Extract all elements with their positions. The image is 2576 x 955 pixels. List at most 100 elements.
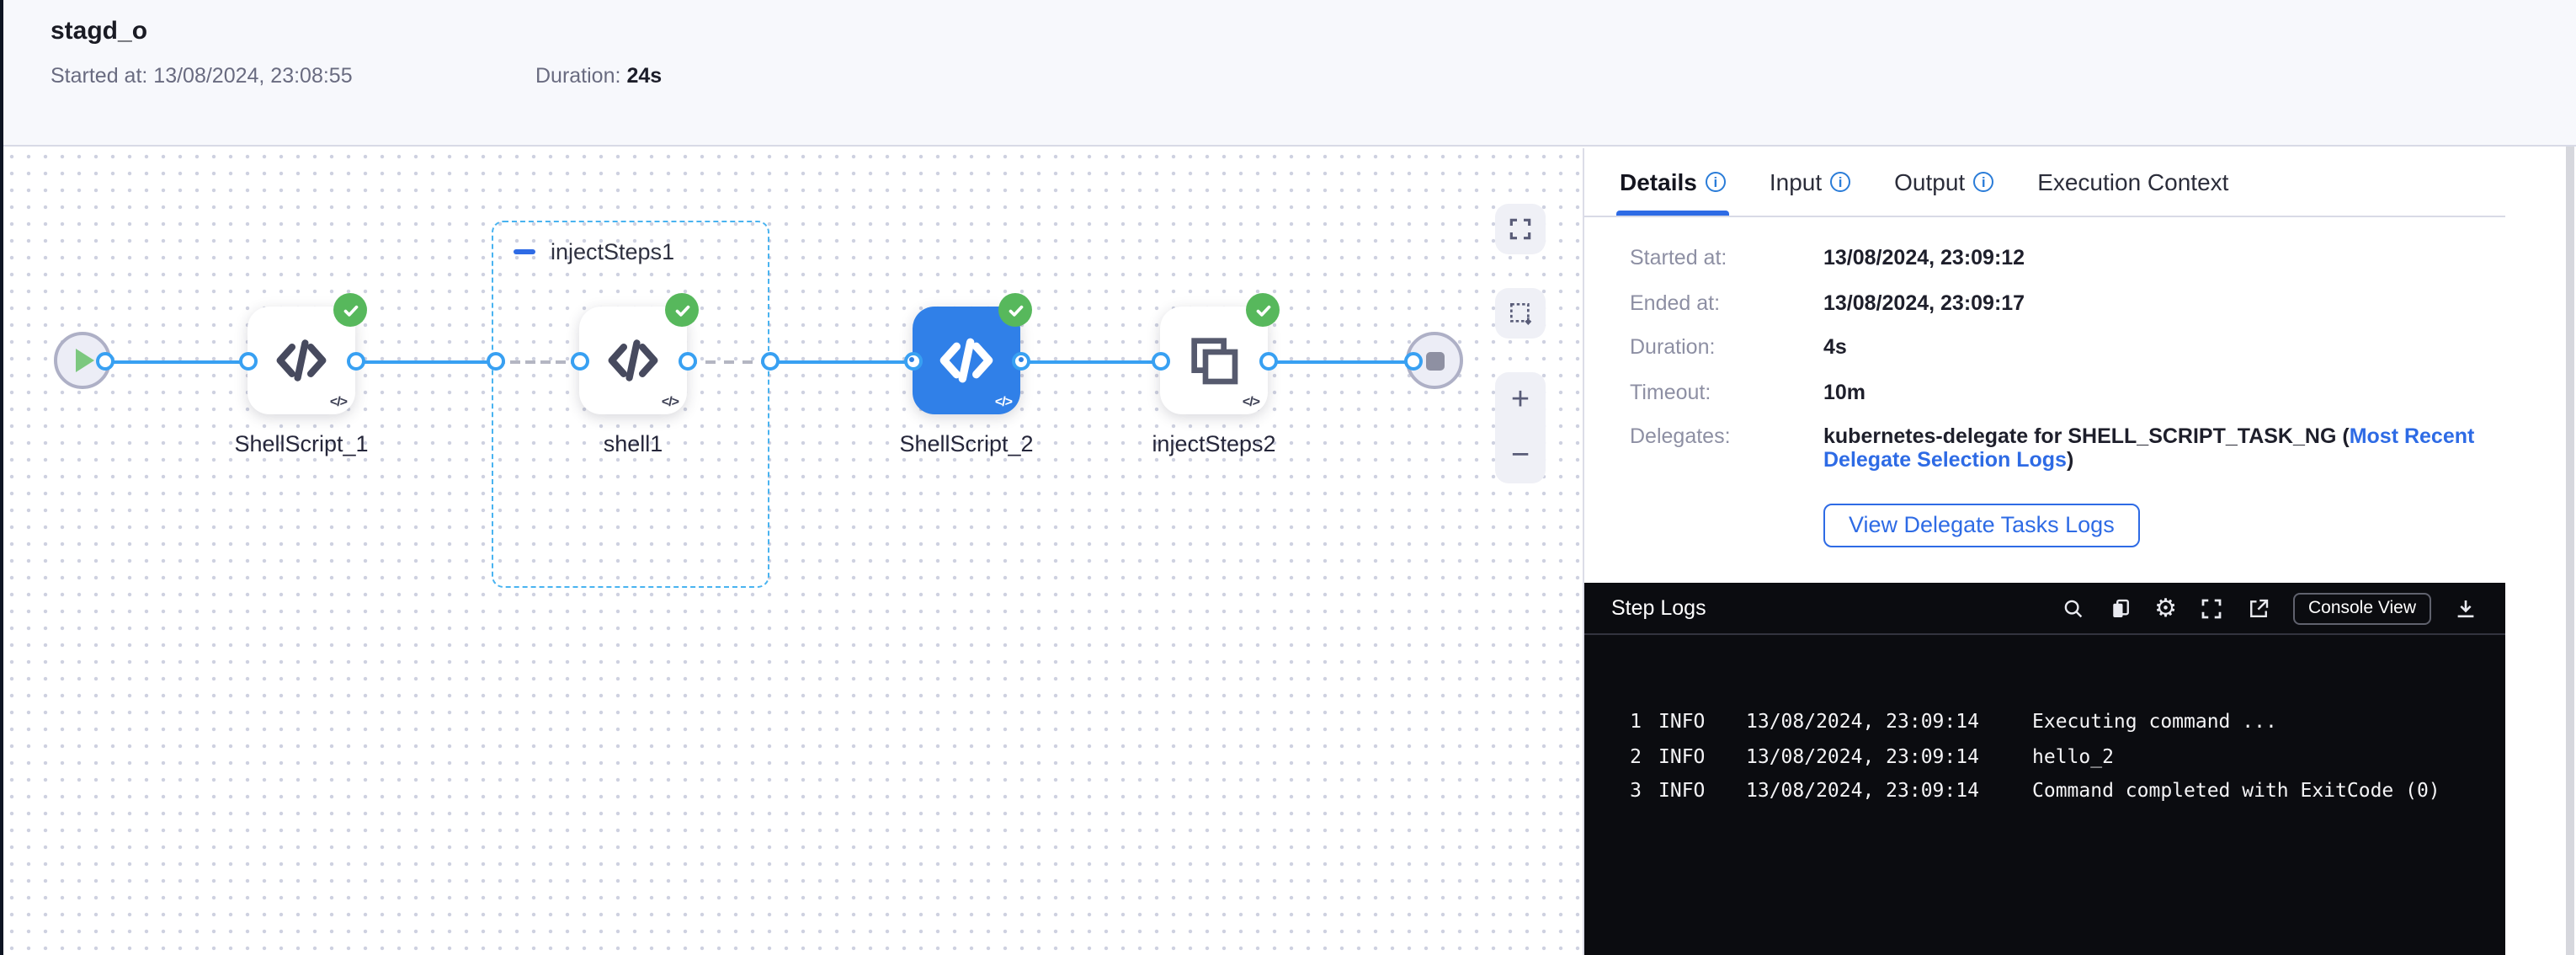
- detail-row: Started at: 13/08/2024, 23:09:12: [1630, 246, 2539, 269]
- shell-type-icon: </>: [994, 394, 1013, 409]
- log-level: INFO: [1658, 778, 1706, 803]
- search-icon[interactable]: [2060, 595, 2085, 621]
- port: [1259, 351, 1278, 370]
- success-badge-icon: [998, 293, 1032, 327]
- log-line: 1 INFO 13/08/2024, 23:09:14 Executing co…: [1611, 704, 2505, 739]
- tab-output[interactable]: Output i: [1894, 148, 1994, 216]
- detail-label: Delegates:: [1630, 424, 1731, 448]
- step-group-injectSteps1[interactable]: injectSteps1: [492, 221, 769, 588]
- detail-row: Timeout: 10m: [1630, 380, 2539, 403]
- stage-header: stagd_o Started at: 13/08/2024, 23:08:55…: [0, 0, 2576, 147]
- log-line-number: 1: [1630, 709, 1642, 734]
- detail-label: Timeout:: [1630, 380, 1711, 403]
- node-label: injectSteps2: [1152, 431, 1276, 456]
- stage-title: stagd_o: [51, 17, 148, 45]
- tab-input[interactable]: Input i: [1770, 148, 1851, 216]
- port: [1151, 351, 1169, 370]
- edge-shell1-group: [687, 360, 771, 364]
- port: [346, 351, 365, 370]
- detail-value: 10m: [1823, 380, 1866, 403]
- port: [761, 351, 780, 370]
- node-label: ShellScript_2: [899, 431, 1034, 456]
- edge-start-node1: [104, 360, 249, 364]
- log-message: Command completed with ExitCode (0): [2032, 778, 2440, 803]
- detail-tabs: Details i Input i Output i Execution Con…: [1584, 148, 2566, 217]
- fullscreen-icon[interactable]: [2199, 595, 2224, 621]
- code-icon: [608, 339, 658, 381]
- edge-node2-node3: [1020, 360, 1162, 364]
- gear-icon[interactable]: ⚙: [2154, 592, 2177, 622]
- port: [1403, 351, 1422, 370]
- delegate-selection-logs-link[interactable]: Most Recent Delegate Selection Logs: [1823, 424, 2475, 472]
- detail-row: Duration: 4s: [1630, 335, 2539, 359]
- log-line: 2 INFO 13/08/2024, 23:09:14 hello_2: [1611, 739, 2505, 773]
- log-line-number: 2: [1630, 744, 1642, 768]
- info-icon[interactable]: i: [1705, 172, 1726, 192]
- copy-icon[interactable]: [2107, 595, 2132, 621]
- code-icon: [276, 339, 327, 381]
- stop-icon: [1425, 351, 1444, 370]
- detail-label: Ended at:: [1630, 291, 1721, 314]
- external-link-icon[interactable]: [2246, 595, 2271, 621]
- success-badge-icon: [665, 293, 699, 327]
- node-injectsteps2[interactable]: </>: [1160, 293, 1280, 414]
- port: [570, 351, 588, 370]
- detail-row: Ended at: 13/08/2024, 23:09:17: [1630, 291, 2539, 314]
- port: [903, 351, 922, 370]
- zoom-out-button[interactable]: −: [1510, 438, 1530, 473]
- view-delegate-tasks-logs-button[interactable]: View Delegate Tasks Logs: [1823, 503, 2140, 547]
- stage-duration: Duration: 24s: [535, 64, 662, 88]
- log-timestamp: 13/08/2024, 23:09:14: [1746, 709, 1979, 734]
- step-group-label: injectSteps1: [551, 239, 675, 264]
- log-message: hello_2: [2032, 744, 2114, 768]
- port: [238, 351, 257, 370]
- success-badge-icon: [1246, 293, 1280, 327]
- port: [1012, 351, 1030, 370]
- download-icon[interactable]: [2453, 595, 2478, 621]
- node-shell1[interactable]: </>: [579, 293, 699, 414]
- fit-to-screen-button[interactable]: [1495, 204, 1546, 254]
- scrollbar[interactable]: [2566, 0, 2574, 955]
- zoom-in-button[interactable]: +: [1510, 382, 1530, 418]
- step-logs-toolbar: ⚙ Console View: [2060, 592, 2478, 624]
- tab-details[interactable]: Details i: [1616, 148, 1729, 216]
- node-label: ShellScript_1: [234, 431, 369, 456]
- port: [96, 351, 114, 370]
- node-shellscript-1[interactable]: </>: [247, 293, 367, 414]
- collapse-group-icon[interactable]: [514, 249, 535, 254]
- pipeline-canvas[interactable]: injectSteps1 </>: [3, 148, 1583, 955]
- port: [678, 351, 696, 370]
- pipeline-start-node: [54, 332, 111, 389]
- panel-divider: [1583, 148, 1584, 955]
- edge-group-shell1: [495, 360, 581, 364]
- details-section: Started at: 13/08/2024, 23:09:12 Ended a…: [1630, 246, 2539, 547]
- node-shellscript-2[interactable]: </>: [913, 293, 1032, 414]
- stage-duration-label: Duration:: [535, 64, 621, 88]
- detail-row-delegates: Delegates: kubernetes-delegate for SHELL…: [1630, 424, 2539, 472]
- step-logs-body[interactable]: 1 INFO 13/08/2024, 23:09:14 Executing co…: [1584, 637, 2505, 955]
- shell-type-icon: </>: [661, 394, 679, 409]
- canvas-toolbar: + −: [1495, 204, 1546, 483]
- detail-label: Duration:: [1630, 335, 1716, 359]
- log-line-number: 3: [1630, 778, 1642, 803]
- edge-node3-end: [1268, 360, 1413, 364]
- step-group-icon: [1191, 338, 1238, 385]
- right-gutter: [2505, 148, 2566, 955]
- info-icon[interactable]: i: [1830, 172, 1851, 192]
- marquee-select-button[interactable]: [1495, 288, 1546, 339]
- port: [486, 351, 504, 370]
- log-message: Executing command ...: [2032, 709, 2277, 734]
- info-icon[interactable]: i: [1973, 172, 1994, 192]
- fullscreen-icon: [1509, 218, 1531, 240]
- zoom-controls: + −: [1495, 372, 1546, 483]
- edge-node1-group: [355, 360, 497, 364]
- log-timestamp: 13/08/2024, 23:09:14: [1746, 744, 1979, 768]
- detail-value: 4s: [1823, 335, 1847, 359]
- shell-type-icon: </>: [329, 394, 348, 409]
- tab-execution-context[interactable]: Execution Context: [2037, 168, 2229, 195]
- console-view-button[interactable]: Console View: [2292, 592, 2431, 624]
- code-icon: [939, 338, 993, 383]
- log-line: 3 INFO 13/08/2024, 23:09:14 Command comp…: [1611, 773, 2505, 808]
- node-label: shell1: [603, 431, 663, 456]
